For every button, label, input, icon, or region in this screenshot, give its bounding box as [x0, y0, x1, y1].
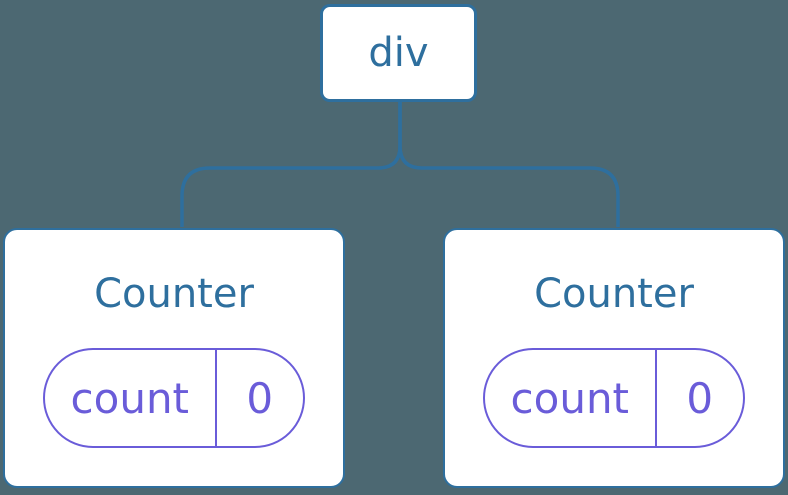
counter-card-left: Counter count 0 — [3, 228, 345, 488]
component-name: Counter — [534, 271, 694, 317]
state-key: count — [485, 350, 657, 446]
state-key: count — [45, 350, 217, 446]
root-node-div: div — [320, 4, 477, 102]
root-node-label: div — [368, 30, 429, 76]
connector-left-branch — [180, 102, 402, 227]
state-pill: count 0 — [43, 348, 305, 448]
state-pill: count 0 — [483, 348, 745, 448]
connector-right-branch — [398, 102, 620, 227]
state-value: 0 — [686, 373, 714, 423]
counter-card-right: Counter count 0 — [443, 228, 785, 488]
component-name: Counter — [94, 271, 254, 317]
state-value: 0 — [246, 373, 274, 423]
